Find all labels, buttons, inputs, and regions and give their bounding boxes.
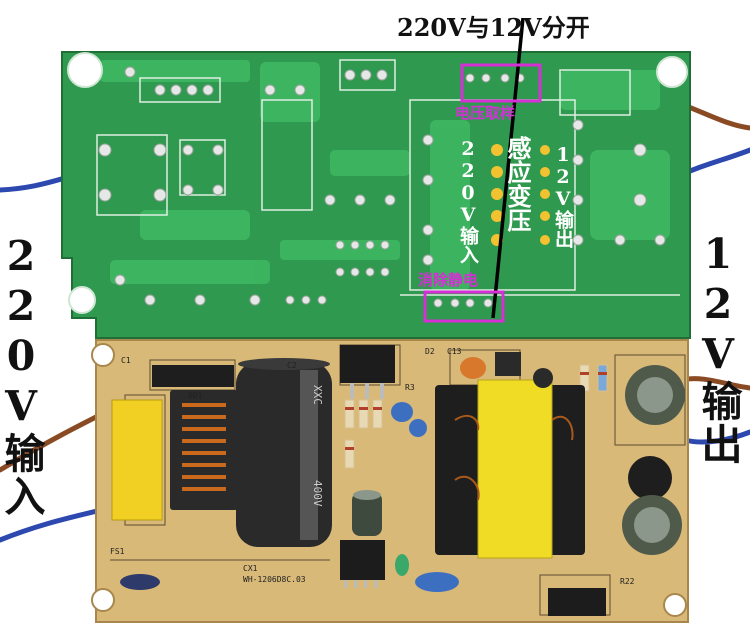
silk-cap-volt: 400V [311,480,324,507]
pcb-label-12v-output: 12V输出 [552,144,574,248]
pcb-label-220v-input: 220V输入 [457,138,479,264]
left-input-label: 220V输入 [0,232,45,518]
silk-cx1: CX1 [243,564,258,573]
component-controller-ic [340,540,385,588]
isolation-divider-line [491,17,525,319]
silk-board-code: WH-1206D8C.03 [243,575,306,584]
right-output-label: 12V输出 [694,230,742,466]
component-optocoupler [495,352,553,388]
static-elimination-box [423,290,505,323]
silk-r22: R22 [620,577,635,586]
silk-fs1: FS1 [110,547,125,556]
green-pcb [61,51,691,339]
silk-c2: C2 [287,361,297,370]
component-small-electrolytic [352,490,382,536]
silk-r3: R3 [405,383,415,392]
component-transformer [435,379,585,559]
component-bridge [152,365,234,387]
component-output-rectifier [548,588,606,616]
silk-c13: C13 [447,347,462,356]
page-title: 220V与12V分开 [397,13,590,42]
component-bulk-electrolytic [236,358,332,547]
silk-d2: D2 [425,347,435,356]
static-elimination-label: 消除静电 [418,271,479,289]
silk-cap-mark: XXC [311,385,324,405]
component-mosfet [340,345,395,399]
component-ceramic-caps [391,357,486,592]
silk-bd1: BD1 [188,391,203,400]
component-common-mode-choke [170,390,238,510]
component-resistors [344,364,608,469]
component-output-caps [622,365,685,555]
component-x-capacitor [111,399,163,521]
silk-c1: C1 [121,356,131,365]
pcb-label-transformer: 感应变压 [503,136,532,232]
voltage-sampling-label: 电压取样 [455,104,516,122]
component-thermistor [120,574,160,590]
voltage-sampling-box [460,63,542,103]
